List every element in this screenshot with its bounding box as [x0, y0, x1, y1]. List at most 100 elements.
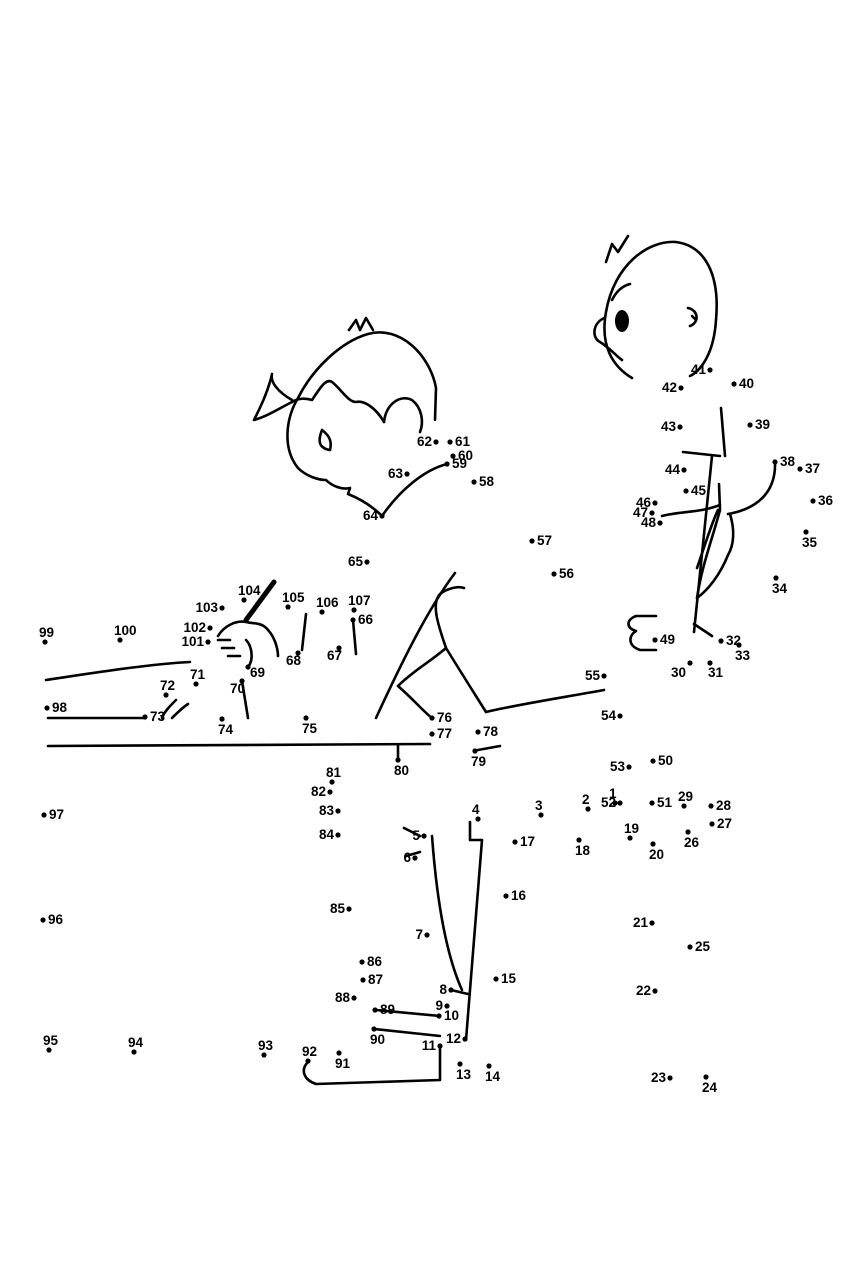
- dot-62: [433, 439, 439, 445]
- dot-label-93: 93: [258, 1038, 274, 1053]
- dot-102: [207, 625, 213, 631]
- dot-label-88: 88: [335, 990, 351, 1005]
- dot-label-69: 69: [250, 665, 265, 680]
- dot-label-31: 31: [708, 665, 724, 680]
- dot-label-80: 80: [394, 763, 409, 778]
- predrawn-lines: [44, 234, 777, 1086]
- dot-66: [350, 617, 356, 623]
- dot-label-51: 51: [657, 795, 673, 810]
- dot-107: [351, 607, 357, 613]
- dot-27: [709, 821, 715, 827]
- dot-5: [421, 833, 427, 839]
- dot-16: [503, 893, 509, 899]
- dot-85: [346, 906, 352, 912]
- dot-label-39: 39: [755, 417, 770, 432]
- dot-57: [529, 538, 535, 544]
- dot-11: [437, 1043, 443, 1049]
- dot-6: [412, 855, 418, 861]
- dot-41: [707, 367, 713, 373]
- dot-13: [457, 1061, 463, 1067]
- dot-77: [429, 731, 435, 737]
- dot-label-24: 24: [702, 1080, 718, 1095]
- dot-label-89: 89: [380, 1002, 395, 1017]
- dot-label-75: 75: [302, 721, 318, 736]
- dot-84: [335, 832, 341, 838]
- dot-73: [142, 714, 148, 720]
- dot-label-90: 90: [370, 1032, 385, 1047]
- dot-68: [295, 650, 301, 656]
- dot-label-3: 3: [535, 798, 543, 813]
- dot-label-95: 95: [43, 1033, 59, 1048]
- dot-95: [46, 1047, 52, 1053]
- dot-label-105: 105: [282, 590, 305, 605]
- dot-label-70: 70: [230, 681, 245, 696]
- dot-104: [241, 597, 247, 603]
- dot-17: [512, 839, 518, 845]
- dot-80: [395, 757, 401, 763]
- dot-label-53: 53: [610, 759, 626, 774]
- dot-label-54: 54: [601, 708, 617, 723]
- dot-46: [652, 500, 658, 506]
- dot-label-76: 76: [437, 710, 453, 725]
- dot-101: [205, 639, 211, 645]
- dot-label-22: 22: [636, 983, 651, 998]
- dot-40: [731, 381, 737, 387]
- dot-65: [364, 559, 370, 565]
- dot-label-14: 14: [485, 1069, 501, 1084]
- dot-49: [652, 637, 658, 643]
- dot-label-44: 44: [665, 462, 681, 477]
- dot-label-18: 18: [575, 843, 591, 858]
- dot-96: [40, 917, 46, 923]
- dot-21: [649, 920, 655, 926]
- dot-label-87: 87: [368, 972, 383, 987]
- dot-label-66: 66: [358, 612, 374, 627]
- dot-31: [707, 660, 713, 666]
- dot-label-26: 26: [684, 835, 700, 850]
- dot-1: [612, 800, 618, 806]
- dot-82: [327, 789, 333, 795]
- dot-label-83: 83: [319, 803, 335, 818]
- dot-label-2: 2: [582, 792, 590, 807]
- dot-label-72: 72: [160, 678, 175, 693]
- dot-label-98: 98: [52, 700, 68, 715]
- dot-89: [372, 1007, 378, 1013]
- dot-label-49: 49: [660, 632, 675, 647]
- dot-30: [687, 660, 693, 666]
- dot-label-58: 58: [479, 474, 495, 489]
- dot-label-99: 99: [39, 625, 54, 640]
- dot-label-42: 42: [662, 380, 677, 395]
- dot-61: [447, 439, 453, 445]
- dot-label-47: 47: [633, 505, 648, 520]
- dot-29: [681, 803, 687, 809]
- dot-label-56: 56: [559, 566, 575, 581]
- dot-81: [329, 779, 335, 785]
- dot-2: [585, 806, 591, 812]
- dot-label-91: 91: [335, 1056, 351, 1071]
- dot-93: [261, 1052, 267, 1058]
- dot-label-81: 81: [326, 765, 342, 780]
- dot-label-107: 107: [348, 593, 371, 608]
- dot-label-52: 52: [601, 795, 616, 810]
- dot-label-57: 57: [537, 533, 552, 548]
- dot-35: [803, 529, 809, 535]
- dot-label-63: 63: [388, 466, 404, 481]
- dot-label-38: 38: [780, 454, 796, 469]
- dot-label-86: 86: [367, 954, 383, 969]
- dot-label-74: 74: [218, 722, 234, 737]
- dot-105: [285, 604, 291, 610]
- dot-label-67: 67: [327, 648, 342, 663]
- dot-label-96: 96: [48, 912, 64, 927]
- dot-38: [772, 459, 778, 465]
- dot-24: [703, 1074, 709, 1080]
- dot-label-102: 102: [183, 620, 206, 635]
- dot-25: [687, 944, 693, 950]
- dot-label-55: 55: [585, 668, 601, 683]
- dot-37: [797, 466, 803, 472]
- dot-64: [379, 513, 385, 519]
- dot-label-84: 84: [319, 827, 335, 842]
- dot-label-43: 43: [661, 419, 677, 434]
- dot-22: [652, 988, 658, 994]
- dot-label-20: 20: [649, 847, 664, 862]
